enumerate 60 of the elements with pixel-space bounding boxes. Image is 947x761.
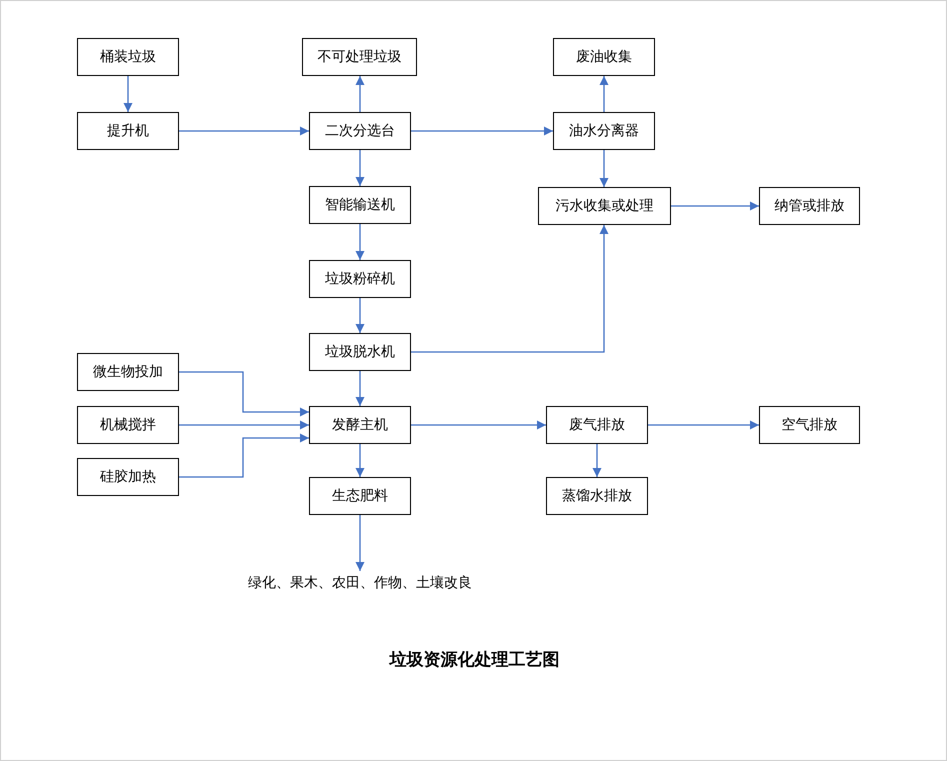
- box-label: 硅胶加热: [100, 468, 156, 486]
- process-box: [759, 187, 860, 225]
- arrow: [600, 76, 608, 112]
- process-box: [309, 333, 411, 371]
- arrow: [411, 126, 553, 136]
- arrow: [179, 434, 309, 478]
- box-label: 发酵主机: [332, 416, 388, 434]
- diagram-title: 垃圾资源化处理工艺图: [388, 649, 560, 671]
- process-box: [759, 406, 860, 444]
- process-box: [77, 406, 179, 444]
- process-box: [553, 112, 655, 150]
- process-box: [309, 477, 411, 515]
- box-label: 纳管或排放: [774, 197, 844, 215]
- process-box: [553, 38, 655, 76]
- process-box: [309, 260, 411, 298]
- box-label: 油水分离器: [569, 122, 639, 140]
- arrow: [411, 420, 546, 430]
- arrow: [124, 76, 132, 112]
- arrow: [356, 371, 364, 406]
- process-box: [77, 38, 179, 76]
- box-label: 二次分选台: [325, 122, 395, 140]
- process-box: [309, 112, 411, 150]
- box-label: 垃圾脱水机: [325, 343, 395, 361]
- process-box: [77, 353, 179, 391]
- box-label: 蒸馏水排放: [562, 487, 632, 505]
- arrow: [179, 371, 309, 416]
- box-label: 提升机: [107, 122, 149, 140]
- box-label: 机械搅拌: [100, 416, 156, 434]
- output-uses-text: 绿化、果木、农田、作物、土壤改良: [248, 574, 472, 592]
- box-label: 污水收集或处理: [556, 197, 654, 215]
- arrow: [356, 298, 364, 333]
- arrow: [592, 444, 602, 477]
- box-label: 不可处理垃圾: [318, 48, 402, 66]
- arrow: [648, 420, 759, 430]
- box-label: 生态肥料: [332, 487, 388, 505]
- arrow: [671, 202, 759, 210]
- process-box: [309, 186, 411, 224]
- arrow: [411, 225, 608, 353]
- process-box: [546, 406, 648, 444]
- process-box: [302, 38, 417, 76]
- box-label: 废气排放: [569, 416, 625, 434]
- box-label: 微生物投加: [93, 363, 163, 381]
- process-box: [77, 458, 179, 496]
- box-label: 智能输送机: [325, 196, 395, 214]
- arrow: [356, 76, 364, 112]
- arrow: [600, 150, 608, 187]
- box-label: 废油收集: [576, 48, 632, 66]
- process-box: [77, 112, 179, 150]
- process-box: [309, 406, 411, 444]
- arrow: [356, 444, 364, 477]
- arrow: [356, 224, 364, 260]
- process-box: [538, 187, 671, 225]
- box-label: 垃圾粉碎机: [325, 270, 395, 288]
- box-label: 桶装垃圾: [100, 48, 156, 66]
- arrow: [356, 150, 364, 186]
- arrow: [356, 515, 364, 571]
- box-label: 空气排放: [782, 416, 838, 434]
- process-box: [546, 477, 648, 515]
- arrow: [179, 126, 309, 136]
- arrow: [179, 420, 309, 430]
